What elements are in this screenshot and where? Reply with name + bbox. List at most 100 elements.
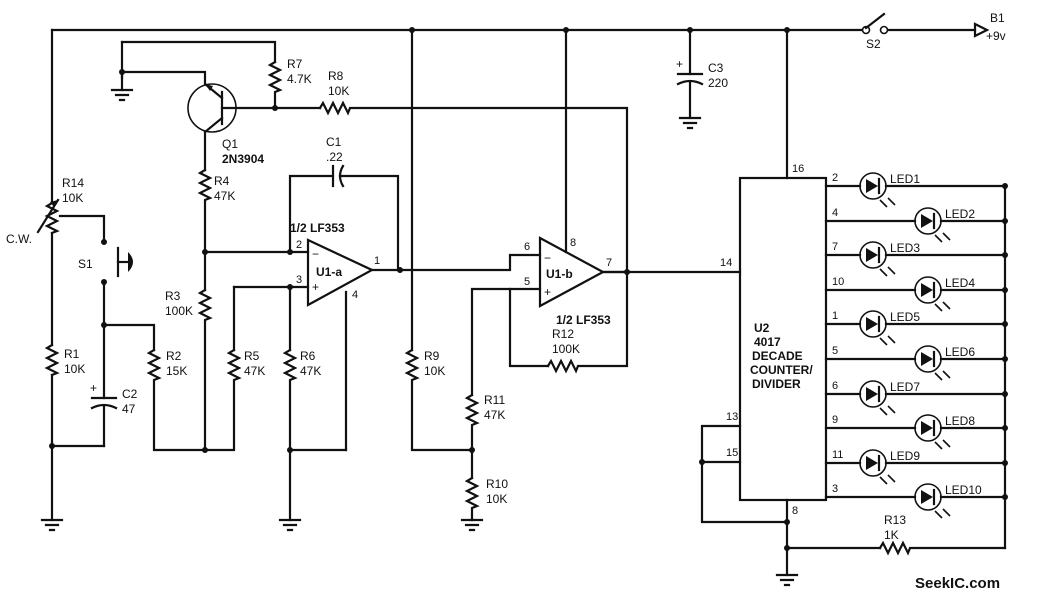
c2-value: 47 xyxy=(122,402,136,416)
svg-text:−: − xyxy=(544,251,551,265)
opamp-u1b: U1-b 1/2 LF353 − + 6 5 8 7 14 xyxy=(398,28,742,327)
u1b-pin-vcc: 8 xyxy=(570,237,576,249)
svg-text:+: + xyxy=(676,57,683,71)
r8-ref: R8 xyxy=(328,69,344,83)
r1-value: 10K xyxy=(64,362,85,376)
junction-dot xyxy=(1002,287,1008,293)
u2-output-pin: 11 xyxy=(832,449,843,461)
resistor-r1: R1 10K xyxy=(44,343,85,377)
r2-value: 15K xyxy=(166,364,187,378)
pushbutton-s1: S1 xyxy=(78,246,133,327)
u2-pin-gnd: 8 xyxy=(792,505,798,517)
led-array: LED12LED24LED37LED410LED51LED65LED76LED8… xyxy=(824,172,1008,519)
c1-value: .22 xyxy=(326,150,343,164)
u1a-part: 1/2 LF353 xyxy=(290,221,345,235)
r1-ref: R1 xyxy=(64,347,80,361)
resistor-r3: R3 100K xyxy=(165,250,213,453)
u2-part: 4017 xyxy=(754,335,781,349)
diode-icon xyxy=(921,352,933,366)
light-emission-icon xyxy=(934,232,951,243)
u2-desc-3: DIVIDER xyxy=(752,377,801,391)
r12-ref: R12 xyxy=(552,327,574,341)
r11-value: 47K xyxy=(484,408,505,422)
resistor-r7: R7 4.7K xyxy=(120,40,312,111)
light-emission-icon xyxy=(879,335,896,346)
diode-icon xyxy=(866,317,878,331)
resistor-r13: R13 1K xyxy=(785,513,1007,556)
r10-ref: R10 xyxy=(486,477,508,491)
led-label: LED1 xyxy=(890,172,920,186)
light-emission-icon xyxy=(934,508,951,519)
resistor-r6: R6 47K xyxy=(278,284,348,532)
u1a-pin-plus: 3 xyxy=(296,274,302,286)
r2-ref: R2 xyxy=(166,349,182,363)
led-label: LED9 xyxy=(890,449,920,463)
led-label: LED7 xyxy=(890,380,920,394)
switch-s2: S2 xyxy=(861,12,889,51)
junction-dot xyxy=(1002,183,1008,189)
diode-icon xyxy=(921,283,933,297)
u2-output-pin: 4 xyxy=(832,207,838,219)
r3-value: 100K xyxy=(165,304,193,318)
resistor-r11: R11 47K xyxy=(464,287,512,452)
resistor-r12: R12 100K xyxy=(508,269,630,374)
r14-value: 10K xyxy=(62,191,83,205)
u1b-part: 1/2 LF353 xyxy=(556,313,611,327)
resistor-r10: R10 10K xyxy=(460,448,508,532)
resistor-r8: R8 10K xyxy=(273,69,629,274)
u1b-pin-minus: 6 xyxy=(524,241,530,253)
watermark: SeekIC.com xyxy=(915,575,1000,592)
c1-ref: C1 xyxy=(326,135,342,149)
potentiometer-r14: R14 10K C.W. xyxy=(6,176,107,246)
led-label: LED10 xyxy=(945,483,982,497)
resistor-r9: R9 10K xyxy=(404,28,475,453)
led-body xyxy=(859,449,887,477)
b1-value: +9v xyxy=(986,29,1006,43)
led-label: LED6 xyxy=(945,345,975,359)
light-emission-icon xyxy=(879,266,896,277)
led-body xyxy=(914,483,942,511)
q1-part: 2N3904 xyxy=(222,152,264,166)
c3-value: 220 xyxy=(708,76,728,90)
u2-output-pin: 9 xyxy=(832,414,838,426)
r14-ref: R14 xyxy=(62,176,84,190)
r3-ref: R3 xyxy=(165,289,181,303)
resistor-r2: R2 15K xyxy=(102,323,206,452)
ground-symbol xyxy=(40,518,64,532)
capacitor-c1: C1 .22 xyxy=(287,135,400,272)
s1-label: S1 xyxy=(78,257,93,271)
led-body xyxy=(914,207,942,235)
led-body xyxy=(914,414,942,442)
diode-icon xyxy=(866,248,878,262)
svg-text:+: + xyxy=(312,280,319,294)
led-row: LED9 11 xyxy=(824,449,1008,485)
r6-value: 47K xyxy=(300,364,321,378)
u2-output-pin: 1 xyxy=(832,310,838,322)
u1b-pin-out: 7 xyxy=(606,257,612,269)
light-emission-icon xyxy=(934,301,951,312)
resistor-r5: R5 47K xyxy=(203,285,265,452)
s2-label: S2 xyxy=(866,37,881,51)
light-emission-icon xyxy=(934,439,951,450)
diode-icon xyxy=(866,179,878,193)
transistor-q1: Q1 2N3904 xyxy=(110,69,277,172)
svg-text:+: + xyxy=(544,285,551,299)
junction-dot xyxy=(1002,460,1008,466)
counter-u2: 16 U2 4017 DECADE COUNTER/ DIVIDER 13 15… xyxy=(699,28,828,587)
c3-ref: C3 xyxy=(708,61,724,75)
u1a-label: U1-a xyxy=(316,265,342,279)
r11-ref: R11 xyxy=(484,393,505,407)
r8-value: 10K xyxy=(328,84,349,98)
diode-icon xyxy=(866,387,878,401)
r5-ref: R5 xyxy=(244,349,260,363)
u1a-pin-minus: 2 xyxy=(296,239,302,251)
light-emission-icon xyxy=(879,474,896,485)
light-emission-icon xyxy=(934,370,951,381)
led-body xyxy=(914,345,942,373)
